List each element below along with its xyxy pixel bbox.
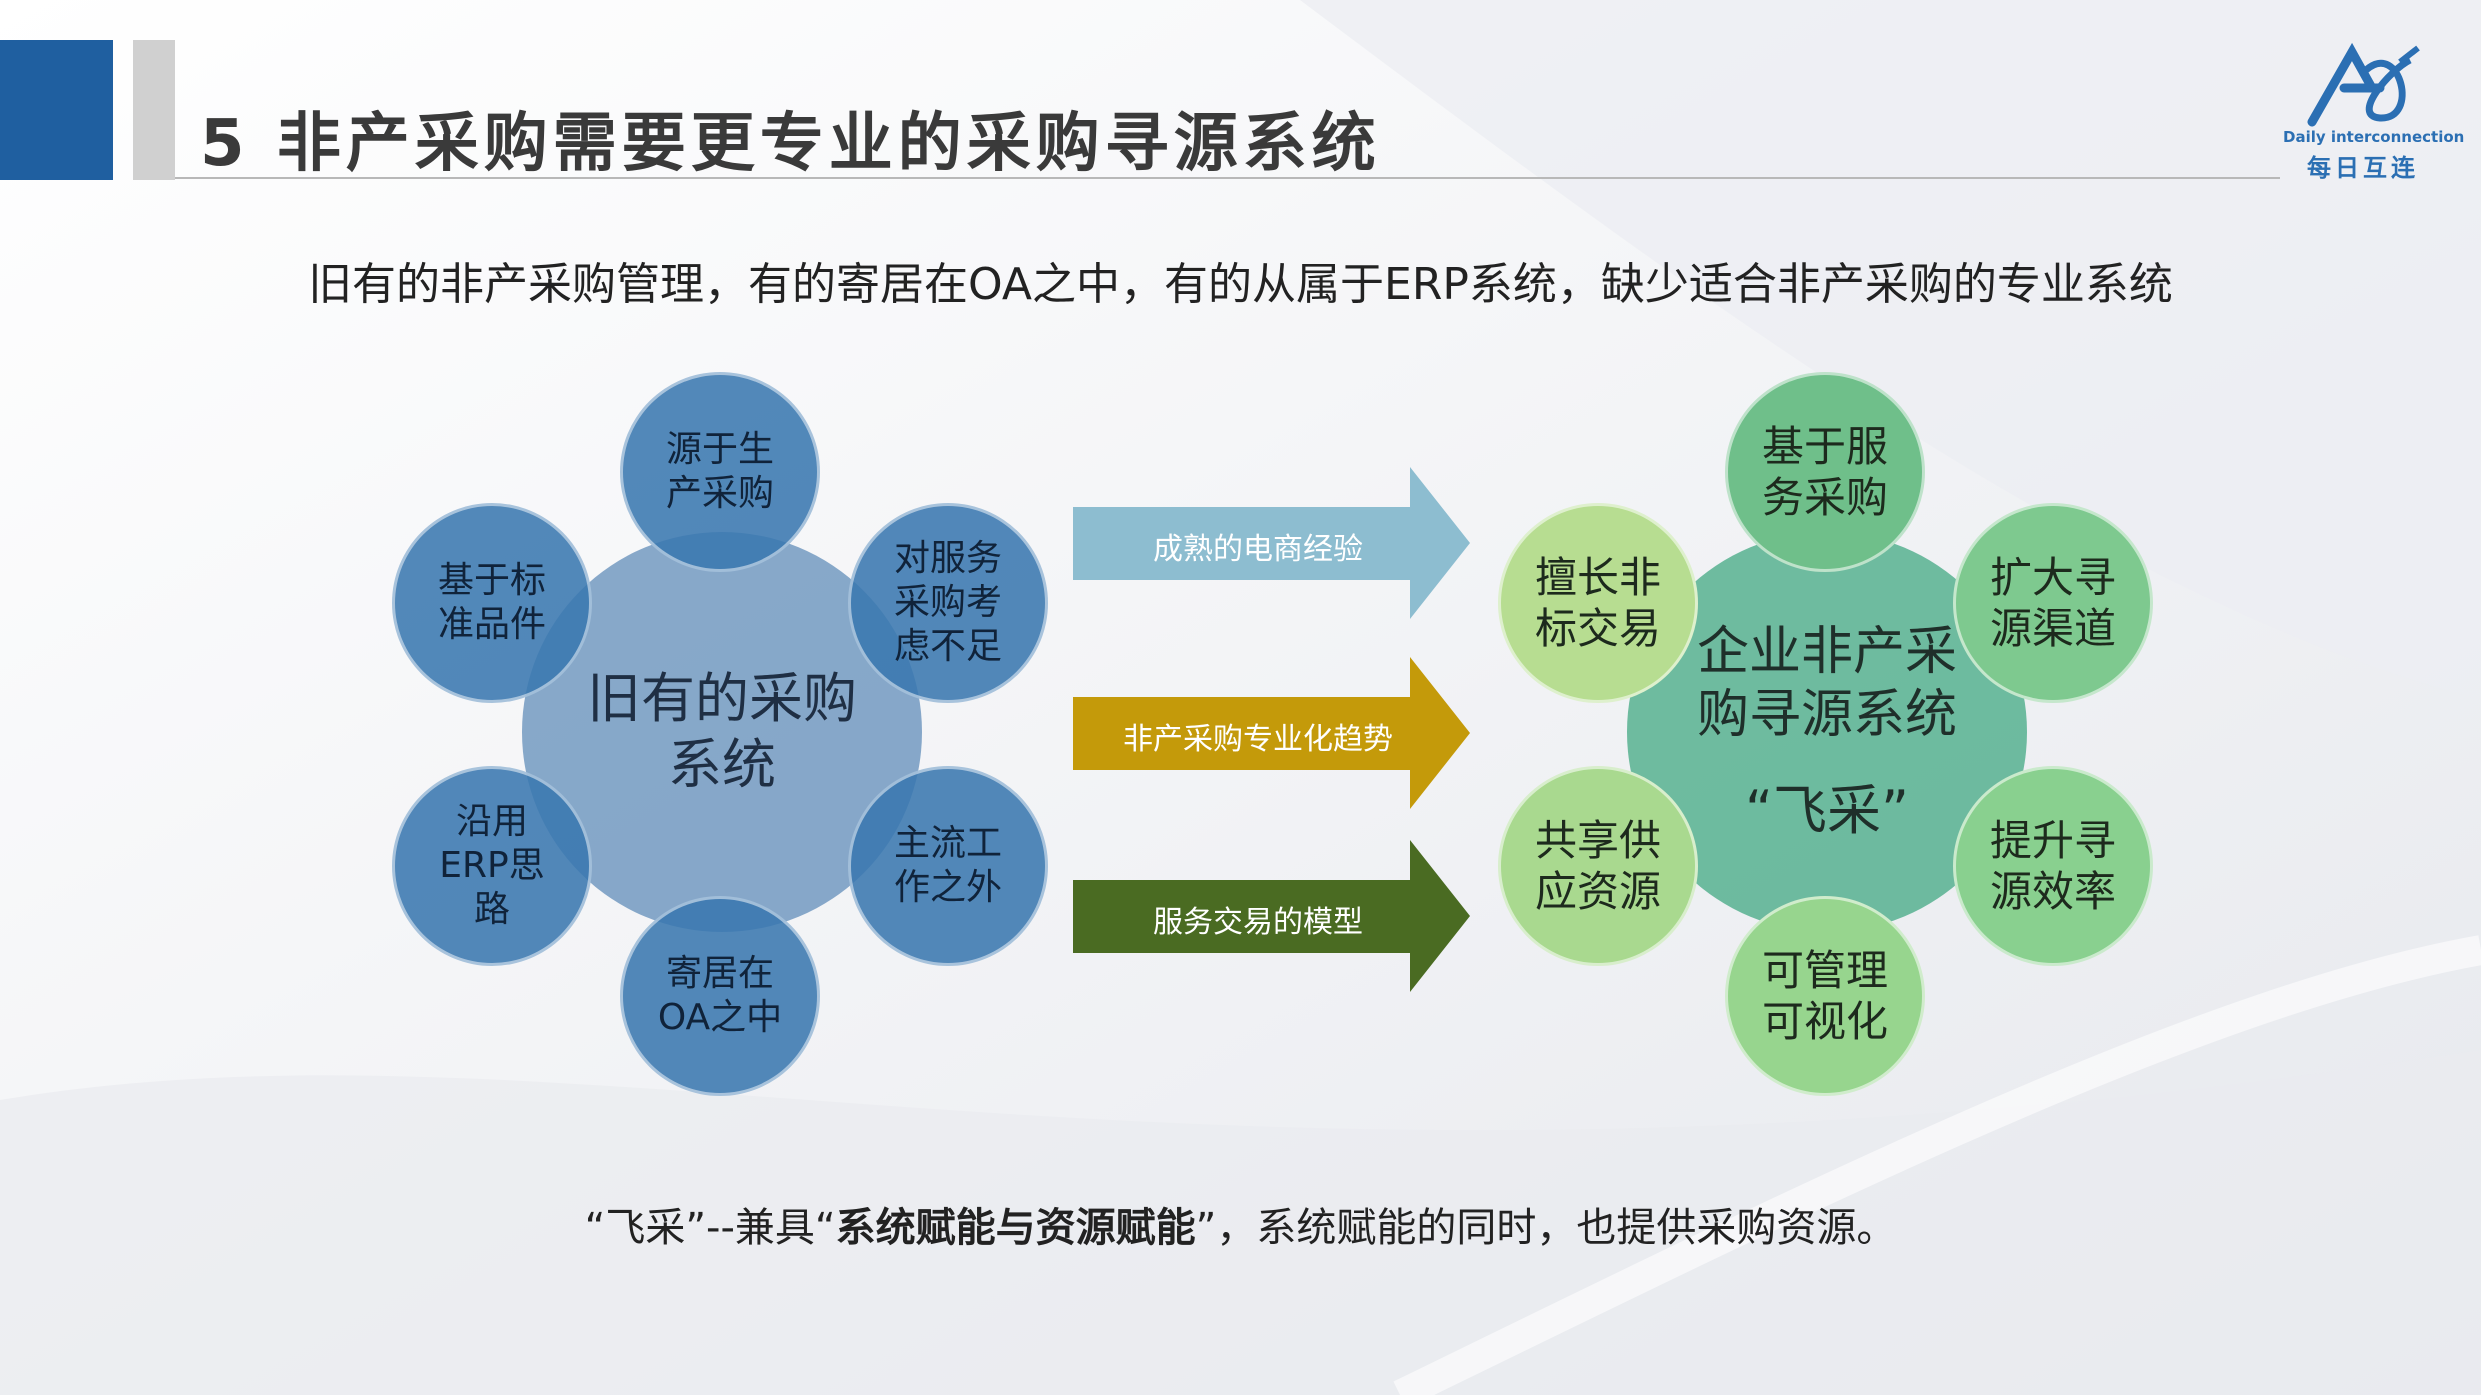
header-gray-bar xyxy=(133,40,175,180)
left-satellite-4: 寄居在 OA之中 xyxy=(620,896,820,1096)
arrow-label-3: 服务交易的模型 xyxy=(1153,905,1363,940)
new-system-title: 企业非产采 购寻源系统 xyxy=(1696,621,1957,746)
left-satellite-5: 沿用 ERP思 路 xyxy=(392,766,592,966)
right-satellite-4: 可管理 可视化 xyxy=(1725,896,1925,1096)
right-satellite-1: 基于服 务采购 xyxy=(1725,372,1925,572)
right-satellite-2: 扩大寻 源渠道 xyxy=(1953,503,2153,703)
right-satellite-5: 共享供 应资源 xyxy=(1498,766,1698,966)
left-satellite-1: 源于生 产采购 xyxy=(620,372,820,572)
header-blue-bar xyxy=(0,40,113,180)
right-satellite-3: 提升寻 源效率 xyxy=(1953,766,2153,966)
left-satellite-6: 基于标 准品件 xyxy=(392,503,592,703)
right-satellite-6: 擅长非 标交易 xyxy=(1498,503,1698,703)
page-title: 5 非产采购需要更专业的采购寻源系统 xyxy=(200,107,1381,181)
bottom-pre: “飞采”--兼具“ xyxy=(584,1205,836,1251)
logo-english: Daily interconnection xyxy=(2283,128,2465,146)
arrow-label-2: 非产采购专业化趋势 xyxy=(1123,722,1393,757)
arrow-2 xyxy=(1073,657,1470,809)
left-satellite-2: 对服务 采购考 虑不足 xyxy=(848,503,1048,703)
arrow-1 xyxy=(1073,467,1470,619)
bottom-post: ”，系统赋能的同时，也提供采购资源。 xyxy=(1195,1205,1897,1251)
subtitle: 旧有的非产采购管理，有的寄居在OA之中，有的从属于ERP系统，缺少适合非产采购的… xyxy=(308,259,2173,310)
arrow-3 xyxy=(1073,840,1470,992)
new-system-quote: “飞采” xyxy=(1745,778,1909,842)
left-satellite-3: 主流工 作之外 xyxy=(848,766,1048,966)
logo-icon xyxy=(2307,42,2420,127)
bottom-statement: “飞采”--兼具“系统赋能与资源赋能”，系统赋能的同时，也提供采购资源。 xyxy=(0,1195,2481,1253)
bottom-bold: 系统赋能与资源赋能 xyxy=(835,1205,1196,1251)
logo-chinese: 每日互连 xyxy=(2307,154,2419,182)
arrow-label-1: 成熟的电商经验 xyxy=(1153,532,1363,567)
